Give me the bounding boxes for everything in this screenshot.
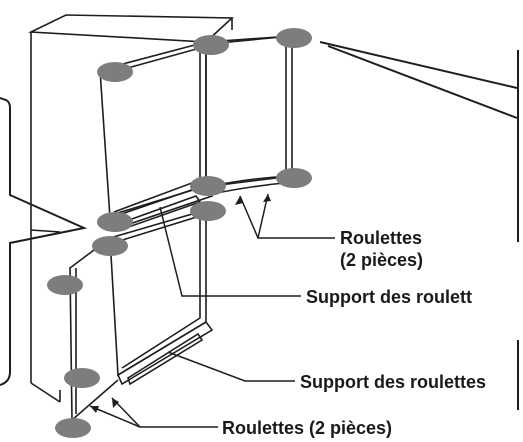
label-roulettes-upper-count: (2 pièces): [340, 250, 423, 270]
arrowhead: [263, 194, 271, 202]
leader-lines: [89, 193, 335, 428]
right-callout-bracket: [319, 41, 519, 410]
arrowheads: [90, 194, 271, 413]
hinge-marker: [190, 201, 226, 221]
leader-support-upper: [159, 206, 301, 297]
hinge-marker: [47, 275, 83, 295]
upper-door-opened: [205, 35, 293, 187]
hinge-marker: [97, 62, 133, 82]
label-support-upper: Support des roulett: [306, 287, 472, 307]
hinge-marker: [92, 236, 128, 256]
hinge-marker: [55, 418, 91, 438]
lower-door-bottom: [116, 320, 214, 386]
hinge-markers: [47, 28, 312, 438]
arrowhead: [112, 398, 119, 408]
arrowhead: [90, 406, 99, 413]
leader-support-lower: [167, 351, 295, 382]
left-callout-bracket: [0, 97, 88, 386]
hinge-marker: [190, 176, 226, 196]
hinge-marker: [97, 212, 133, 232]
hinge-marker: [64, 368, 100, 388]
arrowhead: [235, 196, 243, 205]
label-support-lower: Support des roulettes: [300, 372, 486, 392]
leader-roulettes-upper: [239, 195, 335, 239]
label-roulettes-lower: Roulettes (2 pièces): [222, 418, 392, 438]
hinge-marker: [276, 28, 312, 48]
label-roulettes-upper: Roulettes: [340, 228, 422, 248]
hinge-marker: [276, 168, 312, 188]
hinge-marker: [193, 35, 229, 55]
